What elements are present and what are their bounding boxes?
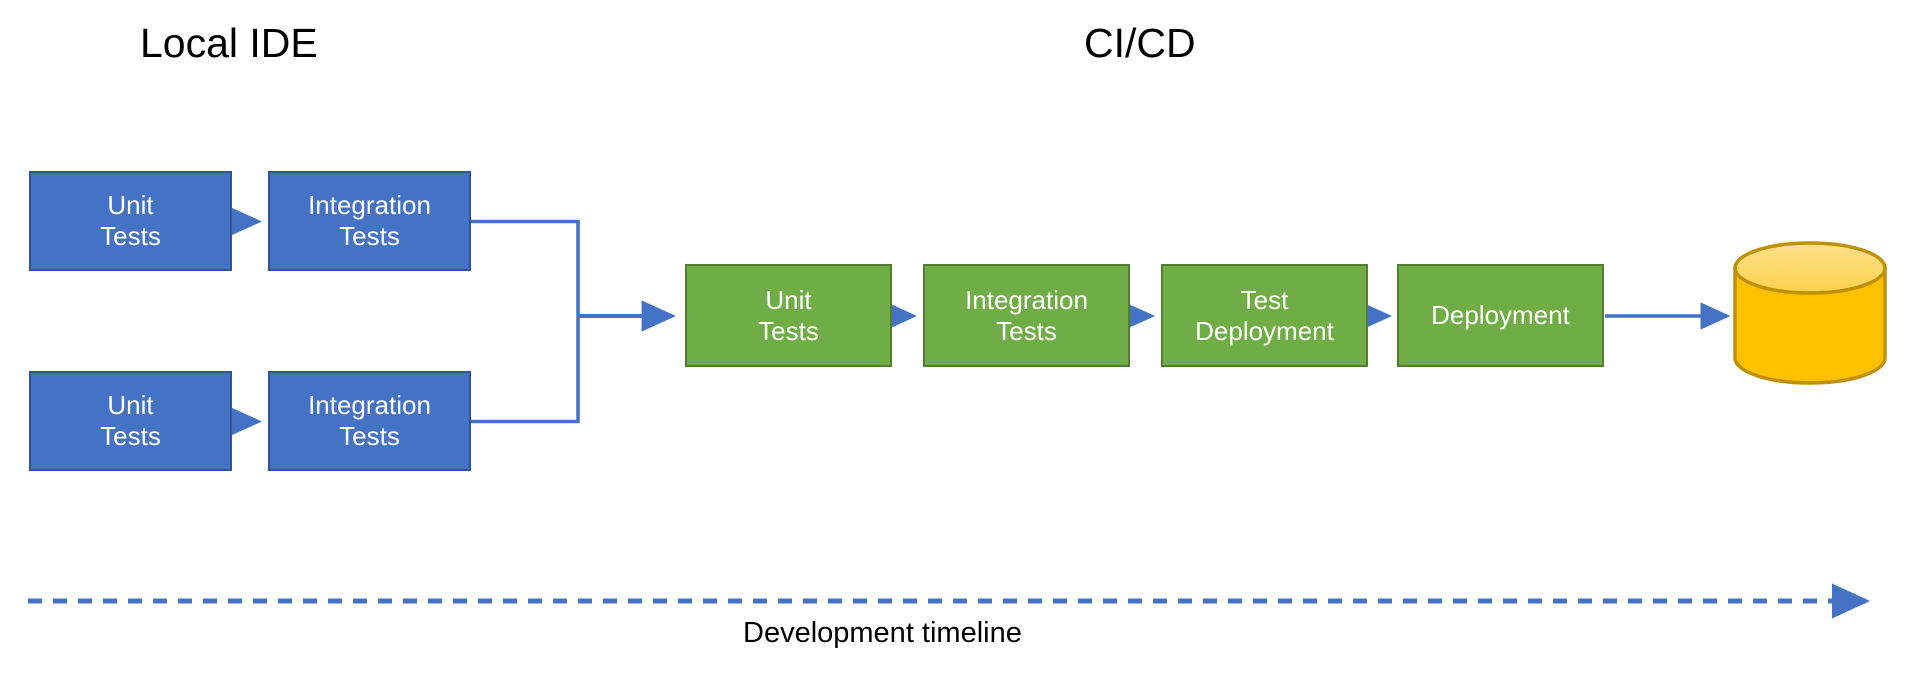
node-unit-tests-1[interactable]: Unit Tests [29,171,232,271]
node-ci-integration-tests[interactable]: Integration Tests [923,264,1130,367]
node-integration-tests-2[interactable]: Integration Tests [268,371,471,471]
merge-local-to-ci [471,219,677,424]
node-ci-unit-tests[interactable]: Unit Tests [685,264,892,367]
development-timeline-label: Development timeline [743,617,1022,649]
node-unit-tests-2[interactable]: Unit Tests [29,371,232,471]
node-ci-test-deployment[interactable]: Test Deployment [1161,264,1368,367]
node-ci-deployment[interactable]: Deployment [1397,264,1604,367]
heading-ci-cd: CI/CD [1084,20,1196,66]
production-datastore [1733,241,1887,385]
node-integration-tests-1[interactable]: Integration Tests [268,171,471,271]
heading-local-ide: Local IDE [140,20,318,66]
